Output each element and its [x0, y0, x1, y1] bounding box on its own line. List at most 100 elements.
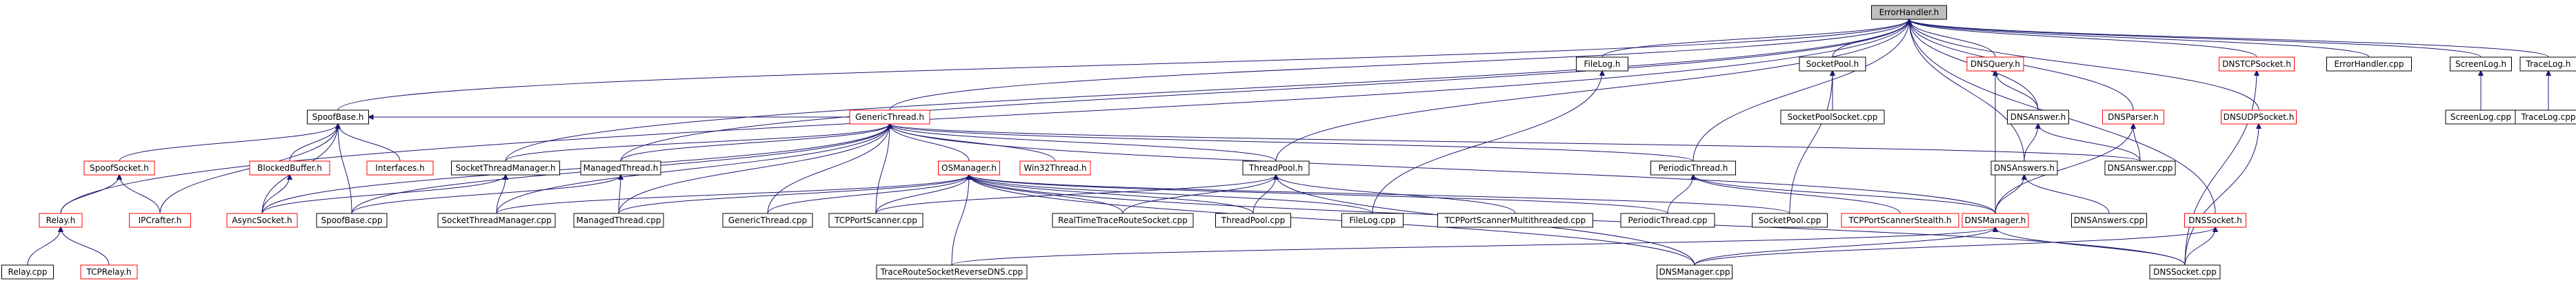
- node-tcpportscanner-cpp[interactable]: TCPPortScanner.cpp: [828, 213, 923, 228]
- node-box[interactable]: [722, 213, 813, 228]
- node-box[interactable]: [129, 213, 191, 228]
- node-box[interactable]: [316, 213, 388, 228]
- node-box[interactable]: [938, 160, 1000, 176]
- node-dnsmanager-cpp[interactable]: DNSManager.cpp: [1657, 264, 1733, 280]
- node-box[interactable]: [2149, 264, 2221, 280]
- node-box[interactable]: [1215, 213, 1291, 228]
- node-genericthread-h[interactable]: GenericThread.h: [849, 109, 930, 125]
- node-dnsanswer-cpp[interactable]: DNSAnswer.cpp: [2104, 160, 2176, 176]
- node-box[interactable]: [1841, 213, 1959, 228]
- node-box[interactable]: [39, 213, 83, 228]
- node-dnsquery-h[interactable]: DNSQuery.h: [1966, 56, 2024, 72]
- node-box[interactable]: [573, 213, 664, 228]
- node-box[interactable]: [80, 264, 138, 280]
- node-errorhandler-h[interactable]: ErrorHandler.h: [1871, 5, 1947, 20]
- node-dnssocket-cpp[interactable]: DNSSocket.cpp: [2149, 264, 2221, 280]
- node-box[interactable]: [1, 264, 54, 280]
- node-periodicthread-h[interactable]: PeriodicThread.h: [1650, 160, 1736, 176]
- node-traceroutesocketreversedns-cpp[interactable]: TraceRouteSocketReverseDNS.cpp: [876, 264, 1028, 280]
- node-box[interactable]: [226, 213, 298, 228]
- node-box[interactable]: [2219, 56, 2295, 72]
- node-filelog-h[interactable]: FileLog.h: [1576, 56, 1628, 72]
- node-spoofbase-h[interactable]: SpoofBase.h: [307, 109, 369, 125]
- node-errorhandler-cpp[interactable]: ErrorHandler.cpp: [2326, 56, 2412, 72]
- node-socketpool-cpp[interactable]: SocketPool.cpp: [1752, 213, 1828, 228]
- node-box[interactable]: [2007, 109, 2069, 125]
- node-box[interactable]: [876, 264, 1028, 280]
- node-socketthreadmanager-h[interactable]: SocketThreadManager.h: [451, 160, 560, 176]
- node-box[interactable]: [2221, 109, 2297, 125]
- node-box[interactable]: [2184, 213, 2246, 228]
- node-box[interactable]: [307, 109, 369, 125]
- node-box[interactable]: [1576, 56, 1628, 72]
- node-box[interactable]: [1657, 264, 1733, 280]
- node-box[interactable]: [1752, 213, 1828, 228]
- node-box[interactable]: [1650, 160, 1736, 176]
- node-spoofbase-cpp[interactable]: SpoofBase.cpp: [316, 213, 388, 228]
- node-relay-cpp[interactable]: Relay.cpp: [1, 264, 54, 280]
- edge-dnssocket_cpp-to-dnssocket_h: [2184, 227, 2215, 266]
- node-box[interactable]: [1242, 160, 1310, 176]
- node-box[interactable]: [2450, 56, 2512, 72]
- node-box[interactable]: [2326, 56, 2412, 72]
- node-tracelog-h[interactable]: TraceLog.h: [2519, 56, 2576, 72]
- node-osmanager-h[interactable]: OSManager.h: [938, 160, 1000, 176]
- node-dnstcpsocket-h[interactable]: DNSTCPSocket.h: [2219, 56, 2295, 72]
- node-box[interactable]: [1780, 109, 1885, 125]
- node-box[interactable]: [1871, 5, 1947, 20]
- node-dnsanswers-cpp[interactable]: DNSAnswers.cpp: [2071, 213, 2147, 228]
- node-box[interactable]: [849, 109, 930, 125]
- node-dnsparser-h[interactable]: DNSParser.h: [2102, 109, 2164, 125]
- node-box[interactable]: [83, 160, 155, 176]
- node-box[interactable]: [1019, 160, 1091, 176]
- node-box[interactable]: [1990, 160, 2058, 176]
- node-box[interactable]: [2102, 109, 2164, 125]
- node-box[interactable]: [437, 213, 556, 228]
- node-realtimetraceroutesocket-cpp[interactable]: RealTimeTraceRouteSocket.cpp: [1052, 213, 1194, 228]
- node-managedthread-cpp[interactable]: ManagedThread.cpp: [573, 213, 664, 228]
- node-win32thread-h[interactable]: Win32Thread.h: [1019, 160, 1091, 176]
- node-dnssocket-h[interactable]: DNSSocket.h: [2184, 213, 2246, 228]
- node-periodicthread-cpp[interactable]: PeriodicThread.cpp: [1620, 213, 1715, 228]
- node-dnsanswer-h[interactable]: DNSAnswer.h: [2007, 109, 2069, 125]
- node-box[interactable]: [2519, 56, 2576, 72]
- node-box[interactable]: [2104, 160, 2176, 176]
- node-threadpool-cpp[interactable]: ThreadPool.cpp: [1215, 213, 1291, 228]
- node-box[interactable]: [580, 160, 661, 176]
- node-dnsmanager-h[interactable]: DNSManager.h: [1961, 213, 2029, 228]
- node-screenlog-h[interactable]: ScreenLog.h: [2450, 56, 2512, 72]
- node-tracelog-cpp[interactable]: TraceLog.cpp: [2515, 109, 2576, 125]
- node-filelog-cpp[interactable]: FileLog.cpp: [1341, 213, 1404, 228]
- node-socketpool-h[interactable]: SocketPool.h: [1799, 56, 1866, 72]
- node-ipcrafter-h[interactable]: IPCrafter.h: [129, 213, 191, 228]
- node-box[interactable]: [828, 213, 923, 228]
- node-tcprelay-h[interactable]: TCPRelay.h: [80, 264, 138, 280]
- node-socketthreadmanager-cpp[interactable]: SocketThreadManager.cpp: [437, 213, 556, 228]
- node-spoofsocket-h[interactable]: SpoofSocket.h: [83, 160, 155, 176]
- node-box[interactable]: [2071, 213, 2147, 228]
- node-box[interactable]: [1966, 56, 2024, 72]
- node-genericthread-cpp[interactable]: GenericThread.cpp: [722, 213, 813, 228]
- node-threadpool-h[interactable]: ThreadPool.h: [1242, 160, 1310, 176]
- node-tcpportscannerstealth-h[interactable]: TCPPortScannerStealth.h: [1841, 213, 1959, 228]
- node-blockedbuffer-h[interactable]: BlockedBuffer.h: [249, 160, 330, 176]
- node-box[interactable]: [1052, 213, 1194, 228]
- node-dnsudpsocket-h[interactable]: DNSUDPSocket.h: [2221, 109, 2297, 125]
- node-asyncsocket-h[interactable]: AsyncSocket.h: [226, 213, 298, 228]
- node-relay-h[interactable]: Relay.h: [39, 213, 83, 228]
- node-box[interactable]: [2515, 109, 2576, 125]
- node-managedthread-h[interactable]: ManagedThread.h: [580, 160, 661, 176]
- node-box[interactable]: [366, 160, 434, 176]
- node-box[interactable]: [1620, 213, 1715, 228]
- node-box[interactable]: [451, 160, 560, 176]
- node-box[interactable]: [1961, 213, 2029, 228]
- node-interfaces-h[interactable]: Interfaces.h: [366, 160, 434, 176]
- node-box[interactable]: [1341, 213, 1404, 228]
- node-tcpportscannermultithreaded-cpp[interactable]: TCPPortScannerMultithreaded.cpp: [1437, 213, 1593, 228]
- node-box[interactable]: [1437, 213, 1593, 228]
- node-box[interactable]: [249, 160, 330, 176]
- node-screenlog-cpp[interactable]: ScreenLog.cpp: [2445, 109, 2517, 125]
- node-dnsanswers-h[interactable]: DNSAnswers.h: [1990, 160, 2058, 176]
- node-box[interactable]: [1799, 56, 1866, 72]
- node-socketpoolsocket-cpp[interactable]: SocketPoolSocket.cpp: [1780, 109, 1885, 125]
